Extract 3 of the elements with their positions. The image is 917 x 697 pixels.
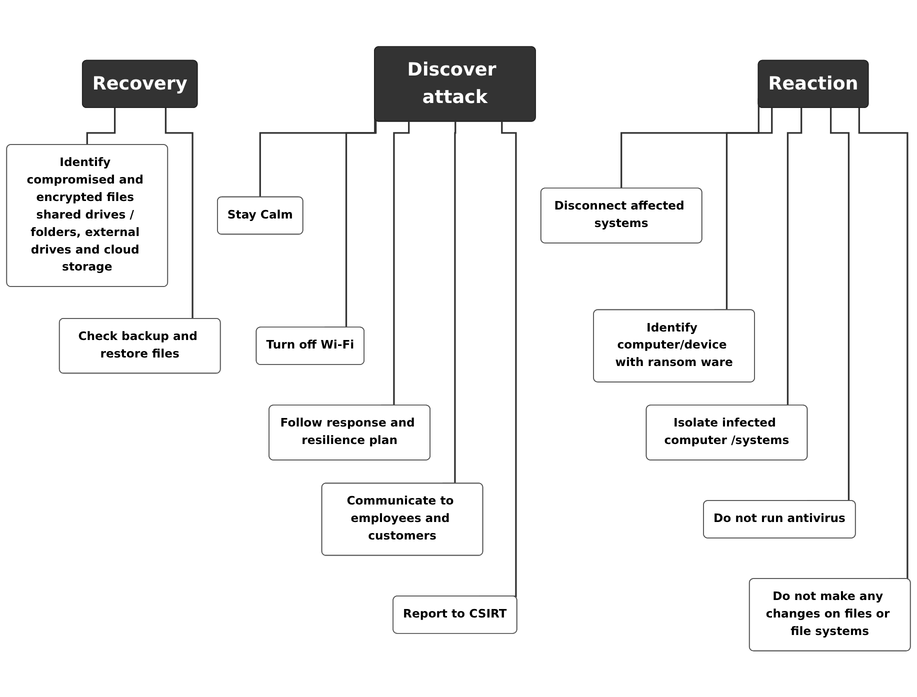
connector	[86, 108, 116, 146]
connector	[858, 108, 908, 580]
connector	[164, 108, 194, 320]
